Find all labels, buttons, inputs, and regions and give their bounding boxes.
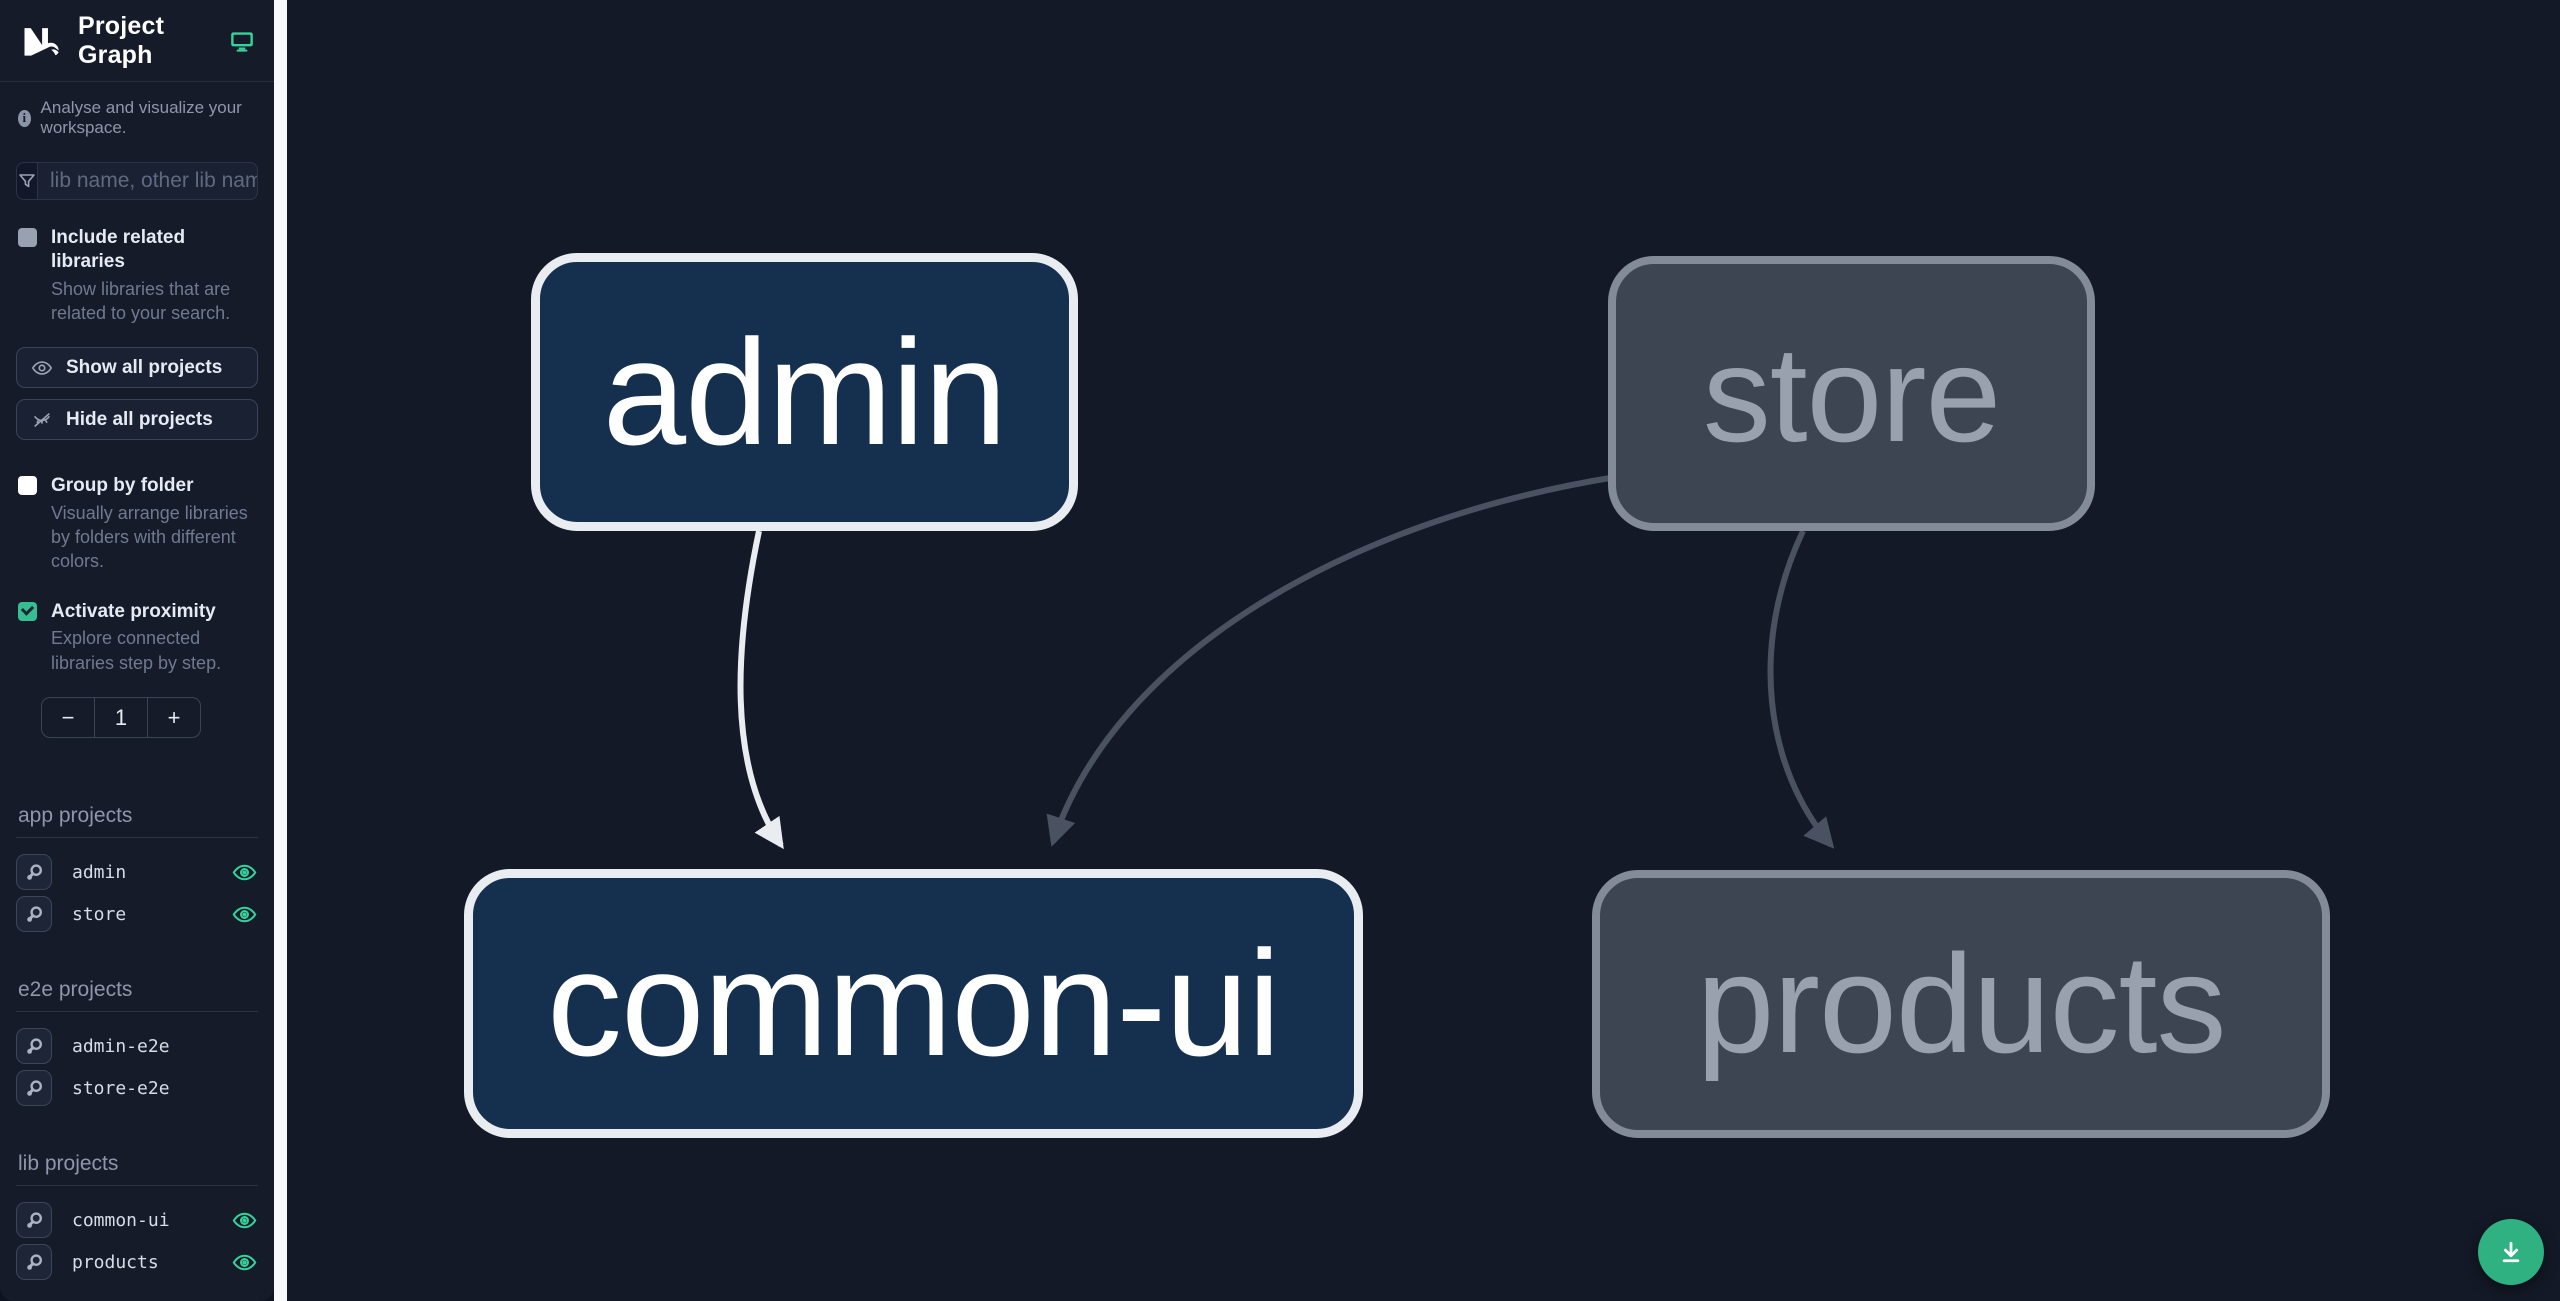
search-box: [16, 162, 258, 200]
visibility-eye-icon[interactable]: [231, 901, 258, 928]
focus-project-button[interactable]: [16, 1028, 52, 1065]
activate-proximity-checkbox[interactable]: [18, 601, 37, 621]
focus-icon: [27, 1212, 42, 1228]
edge-store-to-common-ui[interactable]: [1046, 474, 1617, 847]
section-app-projects: app projects admin: [0, 804, 274, 936]
option-label: Include related libraries: [51, 227, 186, 272]
button-label: Hide all projects: [66, 408, 213, 430]
project-name: store: [72, 903, 127, 925]
search-input[interactable]: [38, 163, 257, 199]
visibility-eye-icon[interactable]: [231, 1207, 258, 1234]
section-title: lib projects: [16, 1152, 258, 1187]
project-name: store-e2e: [72, 1077, 170, 1099]
sidebar-resizer-handle[interactable]: [274, 0, 287, 1301]
option-description: Visually arrange libraries by folders wi…: [51, 502, 248, 572]
focus-icon: [27, 1080, 42, 1096]
focus-icon: [27, 864, 42, 880]
project-row: store-e2e: [16, 1068, 258, 1108]
option-label: Activate proximity: [51, 600, 216, 622]
edge-admin-to-common-ui[interactable]: [737, 530, 784, 850]
graph-canvas[interactable]: admin store common-ui products: [287, 0, 2560, 1301]
project-name: admin: [72, 861, 127, 883]
graph-node-store[interactable]: store: [1608, 256, 2095, 531]
focus-project-button[interactable]: [16, 1070, 52, 1107]
proximity-decrement-button[interactable]: −: [42, 698, 94, 737]
debugger-monitor-icon[interactable]: [228, 27, 256, 55]
include-related-option[interactable]: Include related libraries Show libraries…: [0, 226, 274, 325]
focus-icon: [27, 906, 42, 922]
tagline-row: Analyse and visualize your workspace.: [0, 82, 274, 142]
option-description: Explore connected libraries step by step…: [51, 628, 222, 673]
focus-project-button[interactable]: [16, 1244, 52, 1281]
focus-project-button[interactable]: [16, 896, 52, 933]
show-all-projects-button[interactable]: Show all projects: [16, 347, 258, 389]
project-row: admin: [16, 852, 258, 892]
focus-project-button[interactable]: [16, 1202, 52, 1239]
filter-icon: [17, 163, 38, 199]
project-row: common-ui: [16, 1200, 258, 1240]
graph-node-admin[interactable]: admin: [531, 253, 1078, 531]
sidebar-header: Project Graph: [0, 0, 274, 82]
group-by-folder-checkbox[interactable]: [18, 476, 37, 496]
focus-project-button[interactable]: [16, 854, 52, 891]
app-title: Project Graph: [78, 11, 165, 69]
section-lib-projects: lib projects common-ui: [0, 1152, 274, 1284]
project-name: common-ui: [72, 1209, 170, 1231]
sidebar: Project Graph Analyse and visualize your…: [0, 0, 274, 1301]
project-row: store: [16, 894, 258, 934]
proximity-value: 1: [94, 698, 148, 738]
nx-logo-icon: [18, 18, 64, 64]
hide-all-projects-button[interactable]: Hide all projects: [16, 399, 258, 441]
proximity-stepper: − 1 +: [41, 697, 201, 739]
info-icon: [18, 109, 31, 127]
project-row: admin-e2e: [16, 1026, 258, 1066]
tagline-text: Analyse and visualize your workspace.: [40, 98, 242, 137]
activate-proximity-option[interactable]: Activate proximity Explore connected lib…: [0, 600, 274, 675]
section-e2e-projects: e2e projects admin-e2e: [0, 978, 274, 1110]
button-label: Show all projects: [66, 356, 223, 378]
option-description: Show libraries that are related to your …: [51, 278, 231, 323]
section-title: e2e projects: [16, 978, 258, 1013]
include-related-checkbox[interactable]: [18, 228, 37, 247]
edge-store-to-products[interactable]: [1767, 529, 1835, 849]
section-title: app projects: [16, 804, 258, 839]
project-row: products: [16, 1242, 258, 1282]
visibility-eye-icon[interactable]: [231, 1249, 258, 1276]
visibility-eye-icon[interactable]: [231, 859, 258, 886]
focus-icon: [27, 1038, 42, 1054]
project-name: products: [72, 1251, 159, 1273]
graph-node-products[interactable]: products: [1592, 870, 2330, 1138]
project-name: admin-e2e: [72, 1035, 170, 1057]
download-image-button[interactable]: [2478, 1219, 2544, 1285]
focus-icon: [27, 1254, 42, 1270]
group-by-folder-option[interactable]: Group by folder Visually arrange librari…: [0, 474, 274, 574]
edge-layer: [737, 474, 1835, 850]
proximity-increment-button[interactable]: +: [148, 698, 200, 737]
graph-node-common-ui[interactable]: common-ui: [464, 869, 1363, 1138]
option-label: Group by folder: [51, 475, 194, 497]
download-icon: [2502, 1241, 2520, 1263]
